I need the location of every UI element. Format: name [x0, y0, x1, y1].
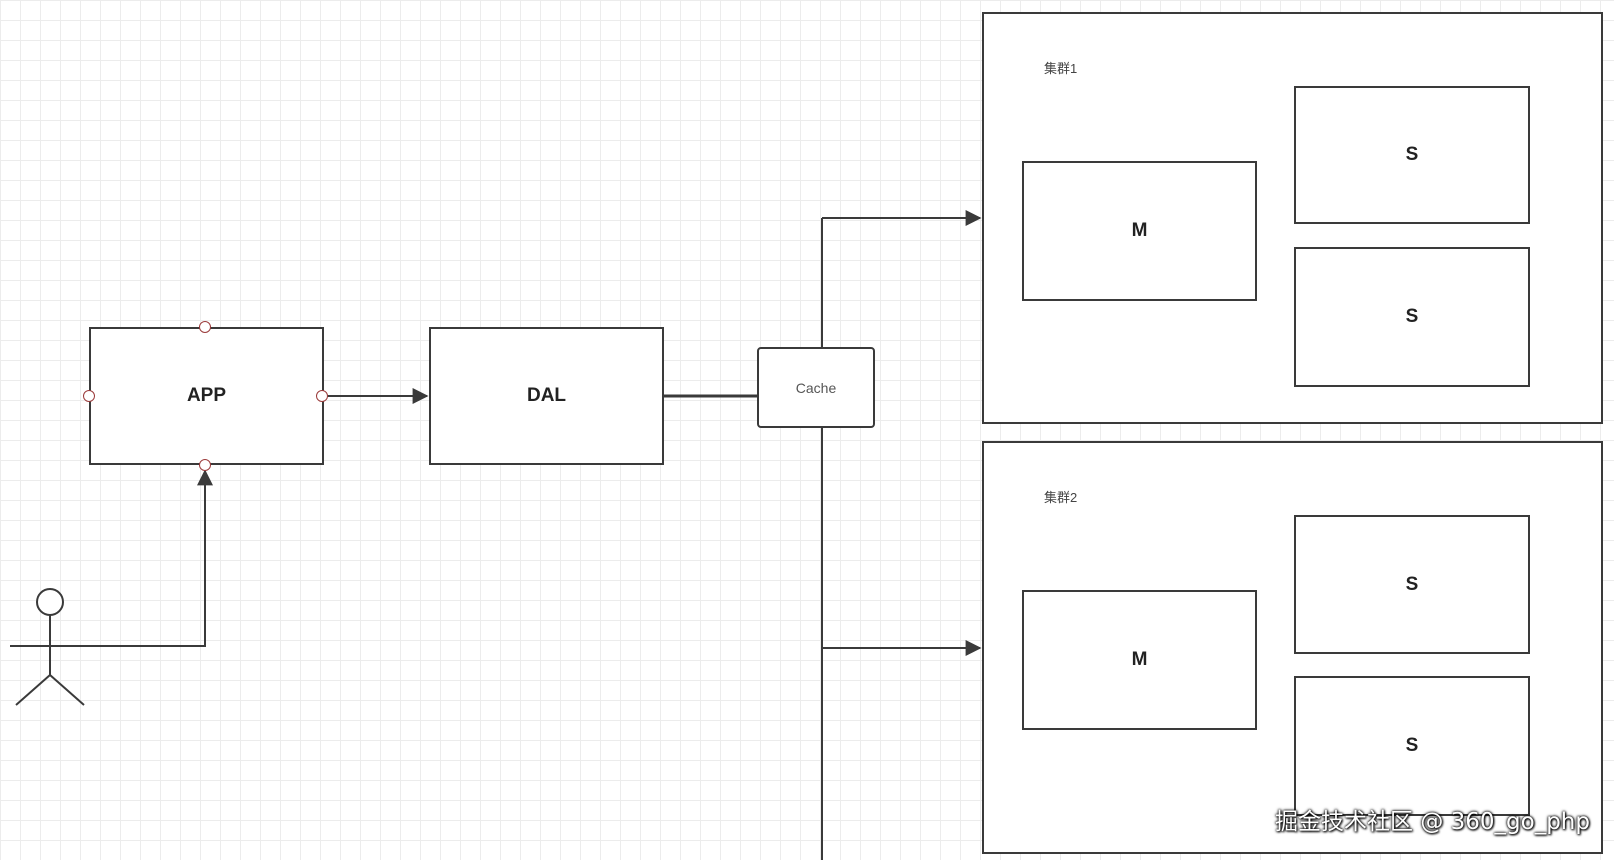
cluster-1-master-label: M	[1131, 220, 1148, 241]
cluster-1-slave-node-1[interactable]: S	[1294, 86, 1530, 224]
app-port-left[interactable]	[83, 390, 95, 402]
connector-actor-app	[90, 469, 213, 647]
cache-node[interactable]: Cache	[757, 347, 875, 428]
app-node[interactable]: APP	[89, 327, 324, 465]
actor-icon	[10, 588, 90, 706]
cluster-1-slave-2-label: S	[1405, 306, 1419, 327]
watermark-text: 掘金技术社区 @ 360_go_php	[1275, 809, 1590, 835]
app-port-right[interactable]	[316, 390, 328, 402]
cluster-2-label: 集群2	[1044, 490, 1078, 505]
cluster-1-slave-1-label: S	[1405, 144, 1419, 165]
cluster-2-master-node[interactable]: M	[1022, 590, 1257, 730]
dal-label: DAL	[526, 385, 567, 406]
cluster-1-label: 集群1	[1044, 61, 1078, 76]
app-port-bottom[interactable]	[199, 459, 211, 471]
cluster-2-slave-1-label: S	[1405, 573, 1419, 595]
cluster-2-slave-node-1[interactable]: S	[1294, 515, 1530, 654]
cluster-2-slave-2-label: S	[1405, 735, 1419, 756]
app-port-top[interactable]	[199, 321, 211, 333]
cluster-1-master-node[interactable]: M	[1022, 161, 1257, 301]
dal-node[interactable]: DAL	[429, 327, 664, 465]
app-label: APP	[186, 385, 227, 406]
cluster-2-master-label: M	[1131, 649, 1148, 670]
cache-label: Cache	[795, 379, 837, 396]
cluster-2-slave-node-2[interactable]: S	[1294, 676, 1530, 816]
cluster-1-slave-node-2[interactable]: S	[1294, 247, 1530, 387]
